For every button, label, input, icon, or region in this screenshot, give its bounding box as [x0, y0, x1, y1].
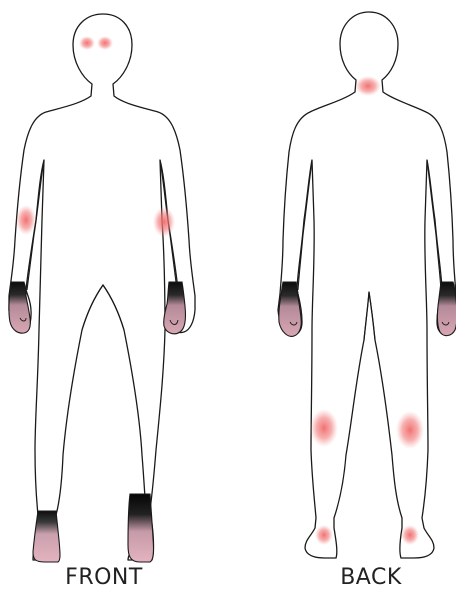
back-right-hand: [437, 282, 456, 336]
front-view-label: FRONT: [34, 566, 174, 590]
front-left-cheek-rash: [79, 36, 95, 50]
back-nape-rash: [355, 76, 381, 96]
front-right-foot: [128, 494, 154, 562]
front-right-forearm-rash: [153, 207, 175, 237]
front-left-forearm-rash: [16, 205, 36, 235]
front-figure: [9, 14, 195, 562]
back-view-label: BACK: [301, 566, 441, 590]
back-right-heel-rash: [401, 525, 419, 545]
back-right-knee-rash: [396, 411, 424, 449]
back-left-heel-rash: [315, 525, 333, 545]
front-right-hand: [164, 282, 186, 334]
front-right-cheek-rash: [97, 36, 113, 50]
front-left-foot: [33, 511, 60, 562]
back-figure: [278, 12, 456, 558]
back-left-knee-rash: [310, 409, 338, 447]
